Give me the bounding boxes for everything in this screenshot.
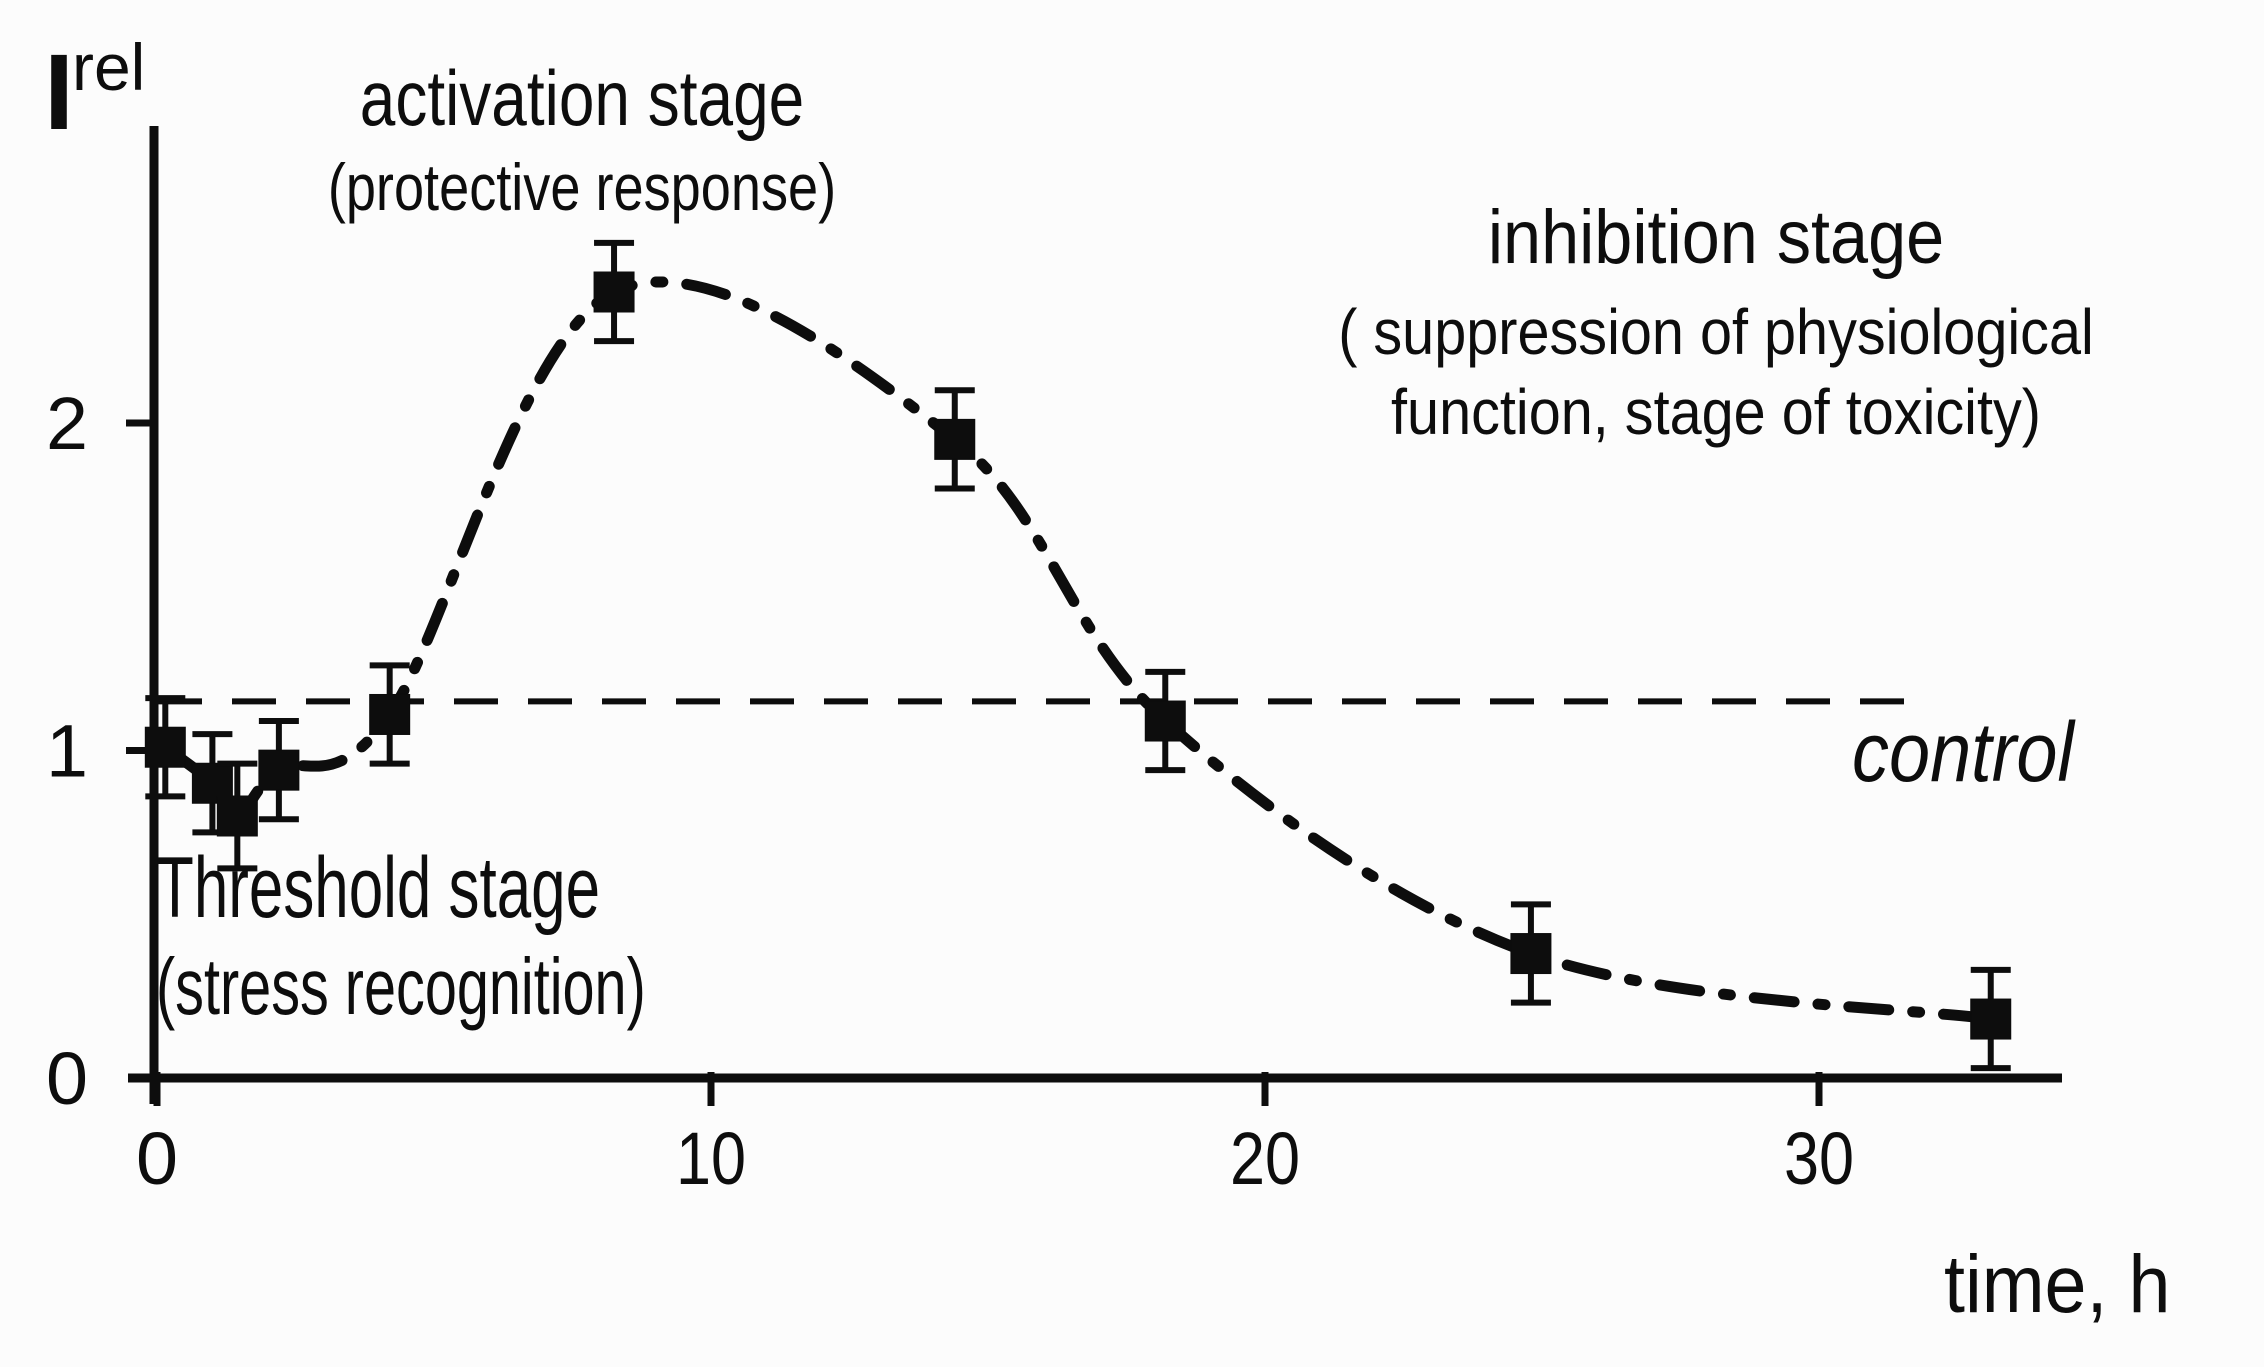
y-tick-label: 1 (46, 710, 88, 793)
x-tick-label: 30 (1784, 1117, 1854, 1200)
y-axis-symbol: I (44, 31, 75, 152)
x-tick-label: 0 (136, 1117, 178, 1200)
y-tick-label: 2 (46, 382, 88, 465)
y-axis-superscript: rel (72, 30, 146, 104)
data-point (593, 271, 635, 313)
annotation-inhibition-stage: inhibition stage ( suppression of physio… (1311, 196, 2121, 452)
activation-stage-title: activation stage (359, 54, 805, 142)
inhibition-stage-title: inhibition stage (1487, 195, 1945, 280)
data-point (369, 693, 411, 735)
x-tick-label: 10 (676, 1117, 746, 1200)
annotation-activation-stage: activation stage (protective response) (320, 54, 845, 224)
annotation-threshold-stage: Threshold stage (stress recognition) (156, 842, 646, 1031)
data-point (216, 795, 258, 837)
annotation-control: control (1852, 705, 2074, 799)
data-point (934, 418, 976, 460)
activation-stage-subtitle: (protective response) (327, 149, 837, 224)
threshold-stage-title: Threshold stage (156, 840, 601, 936)
x-axis-title: time, h (1944, 1239, 2171, 1330)
data-point (1144, 700, 1186, 742)
inhibition-stage-subtitle-line1: ( suppression of physiological (1338, 295, 2094, 368)
data-point (1970, 998, 2012, 1040)
y-tick-label: 0 (46, 1037, 88, 1120)
data-point (258, 749, 300, 791)
inhibition-stage-subtitle-line2: function, stage of toxicity) (1391, 375, 2041, 448)
threshold-stage-subtitle: (stress recognition) (156, 941, 646, 1031)
x-tick-label: 20 (1230, 1117, 1300, 1200)
data-point (1510, 933, 1552, 975)
